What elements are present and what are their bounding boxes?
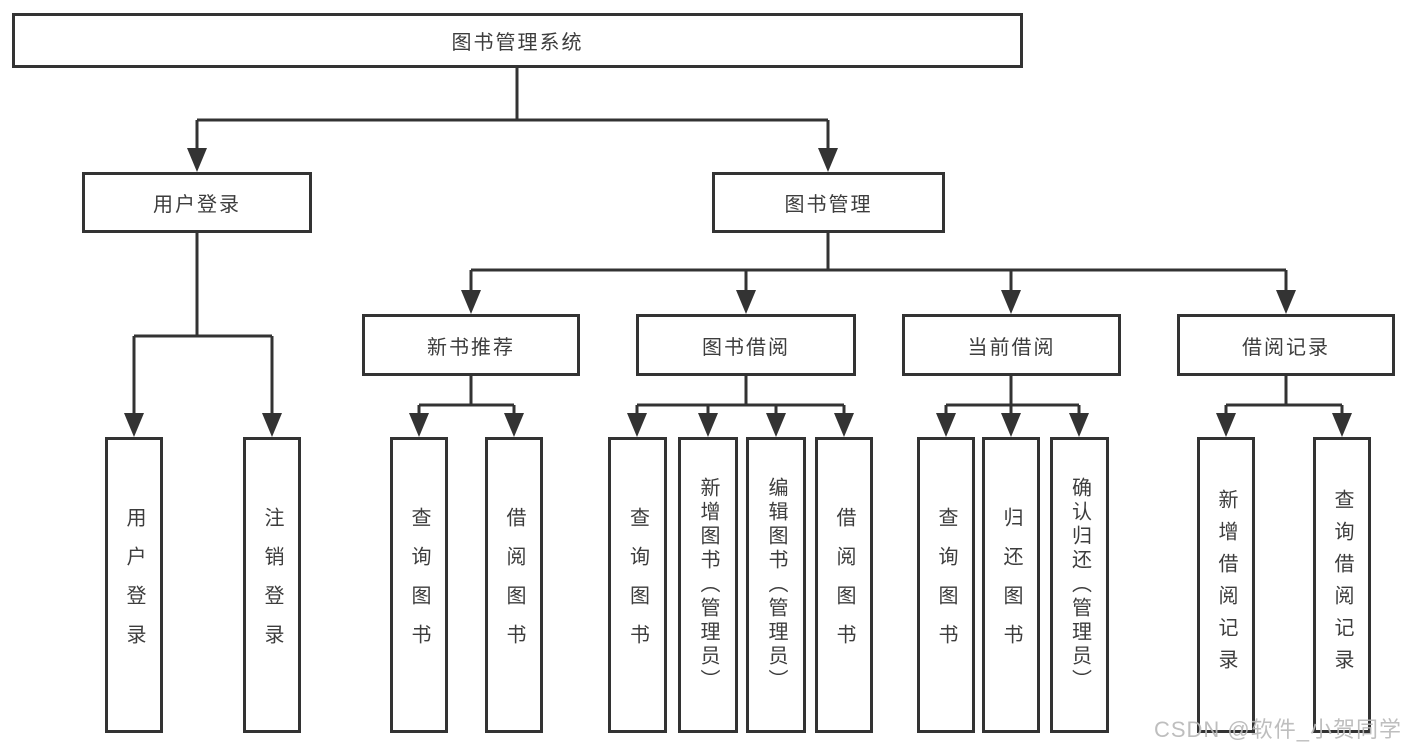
node-root-label: 图书管理系统 <box>451 32 584 54</box>
leaf-add-borrow-record: 新增借阅记录 <box>1197 437 1255 733</box>
arrow-down-icon <box>504 413 524 437</box>
leaf-return-books-label: 归还图书 <box>1000 507 1022 663</box>
arrow-down-icon <box>409 413 429 437</box>
leaf-query-books-3-label: 查询图书 <box>935 507 957 663</box>
leaf-query-books-1-label: 查询图书 <box>408 507 430 663</box>
leaf-query-books-2: 查询图书 <box>608 437 667 733</box>
leaf-logout: 注销登录 <box>243 437 301 733</box>
node-current-borrow: 当前借阅 <box>902 314 1121 376</box>
node-borrow-records: 借阅记录 <box>1177 314 1395 376</box>
connector-user-login-children <box>124 233 282 437</box>
arrow-down-icon <box>124 413 144 437</box>
arrow-down-icon <box>1216 413 1236 437</box>
leaf-add-borrow-record-label: 新增借阅记录 <box>1215 489 1237 681</box>
leaf-query-borrow-record-label: 查询借阅记录 <box>1331 489 1353 681</box>
leaf-query-books-1: 查询图书 <box>390 437 448 733</box>
arrow-down-icon <box>1332 413 1352 437</box>
node-user-login-label: 用户登录 <box>153 194 241 216</box>
leaf-query-books-2-label: 查询图书 <box>626 507 649 663</box>
arrow-down-icon <box>936 413 956 437</box>
arrow-down-icon <box>1001 290 1021 314</box>
node-new-books: 新书推荐 <box>362 314 580 376</box>
arrow-down-icon <box>1276 290 1296 314</box>
connector-book-borrow-children <box>627 376 854 437</box>
arrow-down-icon <box>834 413 854 437</box>
leaf-logout-label: 注销登录 <box>261 507 283 663</box>
leaf-borrow-books-2-label: 借阅图书 <box>833 507 855 663</box>
connector-root-to-level2 <box>187 68 838 172</box>
node-book-borrow: 图书借阅 <box>636 314 856 376</box>
arrow-down-icon <box>262 413 282 437</box>
connector-book-mgmt-children <box>461 233 1296 314</box>
leaf-confirm-return-admin: 确认归还（管理员） <box>1050 437 1109 733</box>
arrow-down-icon <box>736 290 756 314</box>
arrow-down-icon <box>1001 413 1021 437</box>
arrow-down-icon <box>698 413 718 437</box>
node-user-login: 用户登录 <box>82 172 312 233</box>
leaf-borrow-books-1: 借阅图书 <box>485 437 543 733</box>
leaf-return-books: 归还图书 <box>982 437 1040 733</box>
arrow-down-icon <box>627 413 647 437</box>
node-book-borrow-label: 图书借阅 <box>702 336 790 359</box>
node-root-system: 图书管理系统 <box>12 13 1023 68</box>
leaf-borrow-books-2: 借阅图书 <box>815 437 873 733</box>
leaf-confirm-return-admin-label: 确认归还（管理员） <box>1068 477 1091 693</box>
leaf-query-borrow-record: 查询借阅记录 <box>1313 437 1371 733</box>
node-new-books-label: 新书推荐 <box>427 336 515 359</box>
node-current-borrow-label: 当前借阅 <box>967 336 1056 359</box>
node-book-mgmt: 图书管理 <box>712 172 945 233</box>
leaf-user-login: 用户登录 <box>105 437 163 733</box>
leaf-edit-books-admin: 编辑图书（管理员） <box>746 437 806 733</box>
connector-new-books-children <box>409 376 524 437</box>
leaf-borrow-books-1-label: 借阅图书 <box>503 507 525 663</box>
connector-current-borrow-children <box>936 376 1089 437</box>
arrow-down-icon <box>1069 413 1089 437</box>
connector-borrow-records-children <box>1216 376 1352 437</box>
node-book-mgmt-label: 图书管理 <box>784 194 873 216</box>
leaf-edit-books-admin-label: 编辑图书（管理员） <box>765 477 787 693</box>
arrow-down-icon <box>461 290 481 314</box>
node-borrow-records-label: 借阅记录 <box>1242 336 1330 359</box>
leaf-query-books-3: 查询图书 <box>917 437 975 733</box>
arrow-down-icon <box>818 148 838 172</box>
arrow-down-icon <box>766 413 786 437</box>
leaf-add-books-admin: 新增图书（管理员） <box>678 437 738 733</box>
leaf-add-books-admin-label: 新增图书（管理员） <box>697 477 719 693</box>
csdn-watermark: CSDN @软件_小贺同学 <box>1153 717 1402 742</box>
arrow-down-icon <box>187 148 207 172</box>
leaf-user-login-label: 用户登录 <box>123 507 145 663</box>
